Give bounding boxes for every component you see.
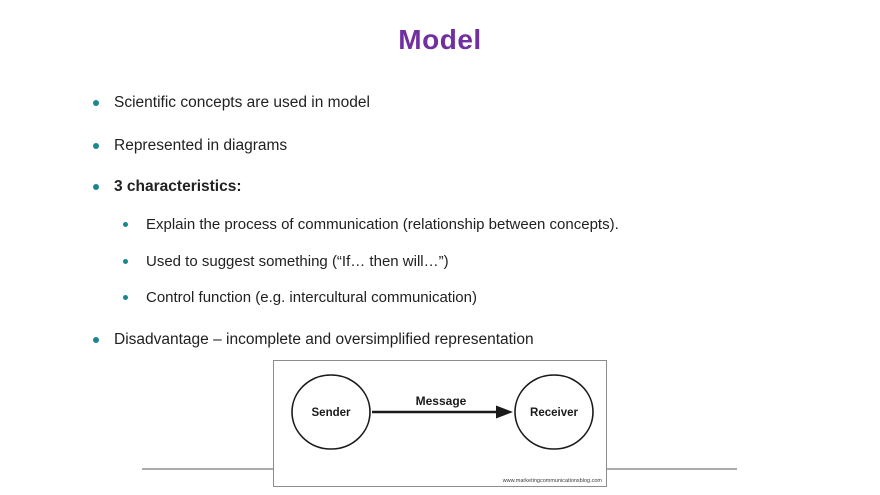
bullet-item: Represented in diagrams xyxy=(93,136,287,156)
slide-title: Model xyxy=(398,24,482,55)
bullet-icon xyxy=(123,222,128,227)
bullet-item: Scientific concepts are used in model xyxy=(93,93,370,113)
bullet-icon xyxy=(93,184,99,190)
bullet-text: Disadvantage – incomplete and oversimpli… xyxy=(114,331,534,348)
diagram-source-url: www.marketingcommunicationsblog.com xyxy=(502,478,603,484)
bullet-text: Represented in diagrams xyxy=(114,137,288,154)
bullet-text: Control function (e.g. intercultural com… xyxy=(146,289,477,306)
sub-bullet-item: Explain the process of communication (re… xyxy=(123,215,619,234)
bullet-icon xyxy=(123,259,128,264)
diagram-frame xyxy=(273,360,607,487)
bullet-item: 3 characteristics: xyxy=(93,177,242,197)
bullet-text: Explain the process of communication (re… xyxy=(146,216,619,233)
message-label: Message xyxy=(416,394,467,408)
receiver-label: Receiver xyxy=(530,407,578,419)
sub-bullet-item: Used to suggest something (“If… then wil… xyxy=(123,252,449,271)
bullet-item: Disadvantage – incomplete and oversimpli… xyxy=(93,330,534,350)
bullet-icon xyxy=(93,143,99,149)
bullet-icon xyxy=(93,100,99,106)
sender-node xyxy=(291,374,371,450)
bullet-text: 3 characteristics: xyxy=(114,178,242,195)
receiver-node xyxy=(514,374,594,450)
communication-diagram: Message Sender Receiver www.marketingcom… xyxy=(273,360,607,487)
bullet-text: Used to suggest something (“If… then wil… xyxy=(146,253,449,270)
sender-label: Sender xyxy=(312,407,352,419)
bullet-icon xyxy=(93,337,99,343)
sub-bullet-item: Control function (e.g. intercultural com… xyxy=(123,288,477,307)
bullet-icon xyxy=(123,295,128,300)
message-arrowhead-icon xyxy=(496,405,513,419)
bullet-text: Scientific concepts are used in model xyxy=(114,94,370,111)
